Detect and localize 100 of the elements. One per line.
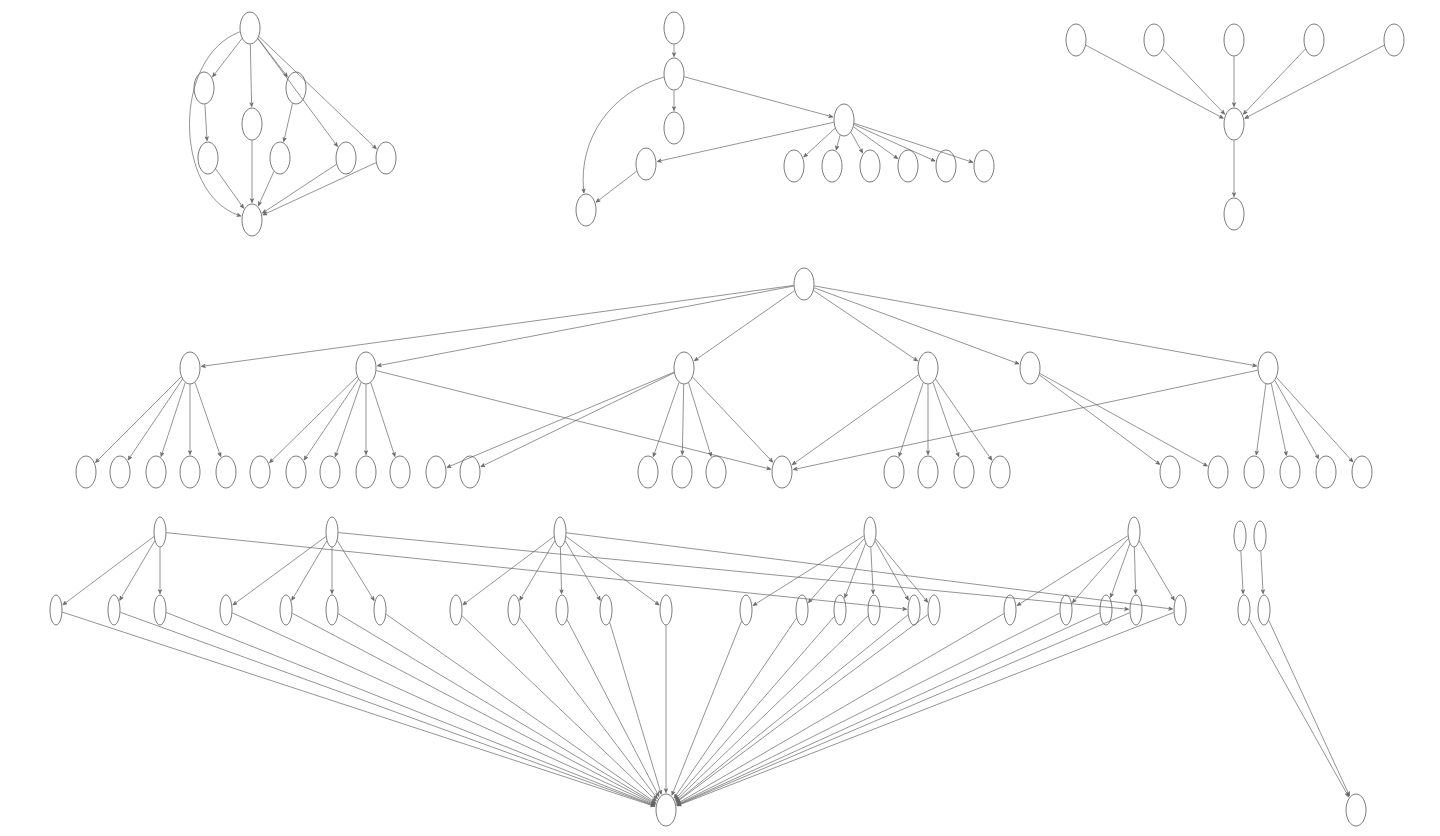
arrow [656,121,835,163]
graph-node [1065,23,1087,57]
arrow [291,540,328,601]
graph-node [107,594,121,626]
graph-node [335,141,357,175]
graph-node [249,455,271,489]
graph-node [325,594,339,626]
graph-node [1099,594,1113,626]
arrow [791,374,919,466]
graph-node [1303,23,1325,57]
graph-node [375,141,397,175]
graph-node [821,149,843,183]
arrow [1162,48,1226,115]
arrow [935,378,993,461]
graph-node [355,351,377,385]
arrow [581,76,665,194]
graph-node [1223,107,1245,141]
arrow [752,535,865,606]
graph-node [1059,594,1073,626]
arrow [565,536,660,606]
arrow [1138,540,1175,601]
graph-node [1351,455,1373,489]
graph-node [241,203,263,237]
graph-node [1019,351,1041,385]
arrow [853,123,974,163]
graph-node [635,147,657,181]
arrow [564,540,601,601]
graph-node [1173,594,1187,626]
arrow [1085,44,1224,119]
graph-node [1243,455,1265,489]
arrow [683,76,834,118]
arrow [166,532,908,611]
arrow [519,540,556,601]
arrow [1039,374,1161,465]
arrow [835,134,841,151]
graph-node [219,594,233,626]
arrow [364,384,368,456]
arrow [566,619,660,797]
arrow [330,547,334,594]
graph-node [319,455,341,489]
arrow [258,171,275,207]
graph-node [575,193,597,227]
graph-node [553,516,567,548]
arrow [127,378,183,461]
graph-node [833,594,847,626]
graph-node [507,594,521,626]
graph-node [1223,197,1245,231]
arrow [262,162,377,216]
graph-node [241,107,263,141]
graph-node [145,455,167,489]
arrow [652,382,680,458]
arrow [160,382,186,457]
arrow [813,287,1020,365]
graph-node [373,594,387,626]
arrow [62,536,155,606]
arrow [693,290,795,362]
arrow [1240,550,1245,595]
arrow [1232,56,1236,107]
graph-node [1345,793,1367,827]
graph-node [459,455,481,489]
graph-node [599,594,613,626]
graph-node [739,594,753,626]
graph-node [867,594,881,626]
graph-node [659,594,673,626]
graph-node [215,455,237,489]
graph-node [555,594,569,626]
arrow [519,617,658,800]
arrow [808,538,865,603]
arrow [688,382,712,457]
arrow [672,44,676,57]
graph-node [663,111,685,145]
arrow [1242,48,1306,115]
arrow [282,103,293,142]
graph-node [75,455,97,489]
graph-node [1253,520,1267,552]
graph-node [917,455,939,489]
arrow [674,616,835,800]
graph-node [179,455,201,489]
arrow [1016,535,1129,606]
arrow [232,536,327,606]
arrow [257,38,338,147]
graph-node [109,455,131,489]
arrow [158,547,162,594]
arrow [334,382,362,458]
arrow [853,126,899,159]
graph-node [935,149,957,183]
graph-node [771,455,793,489]
arrow [375,370,772,471]
graph-node [1129,594,1143,626]
arrow [898,382,924,457]
arrow [671,620,742,796]
arrow [853,124,936,162]
arrow [1072,538,1129,603]
arrow [249,44,254,107]
arrow [461,615,657,802]
graph-node [325,516,339,548]
graph-node [663,57,685,91]
graph-node [833,103,855,137]
arrow [1260,550,1265,595]
arrow [1270,383,1288,456]
